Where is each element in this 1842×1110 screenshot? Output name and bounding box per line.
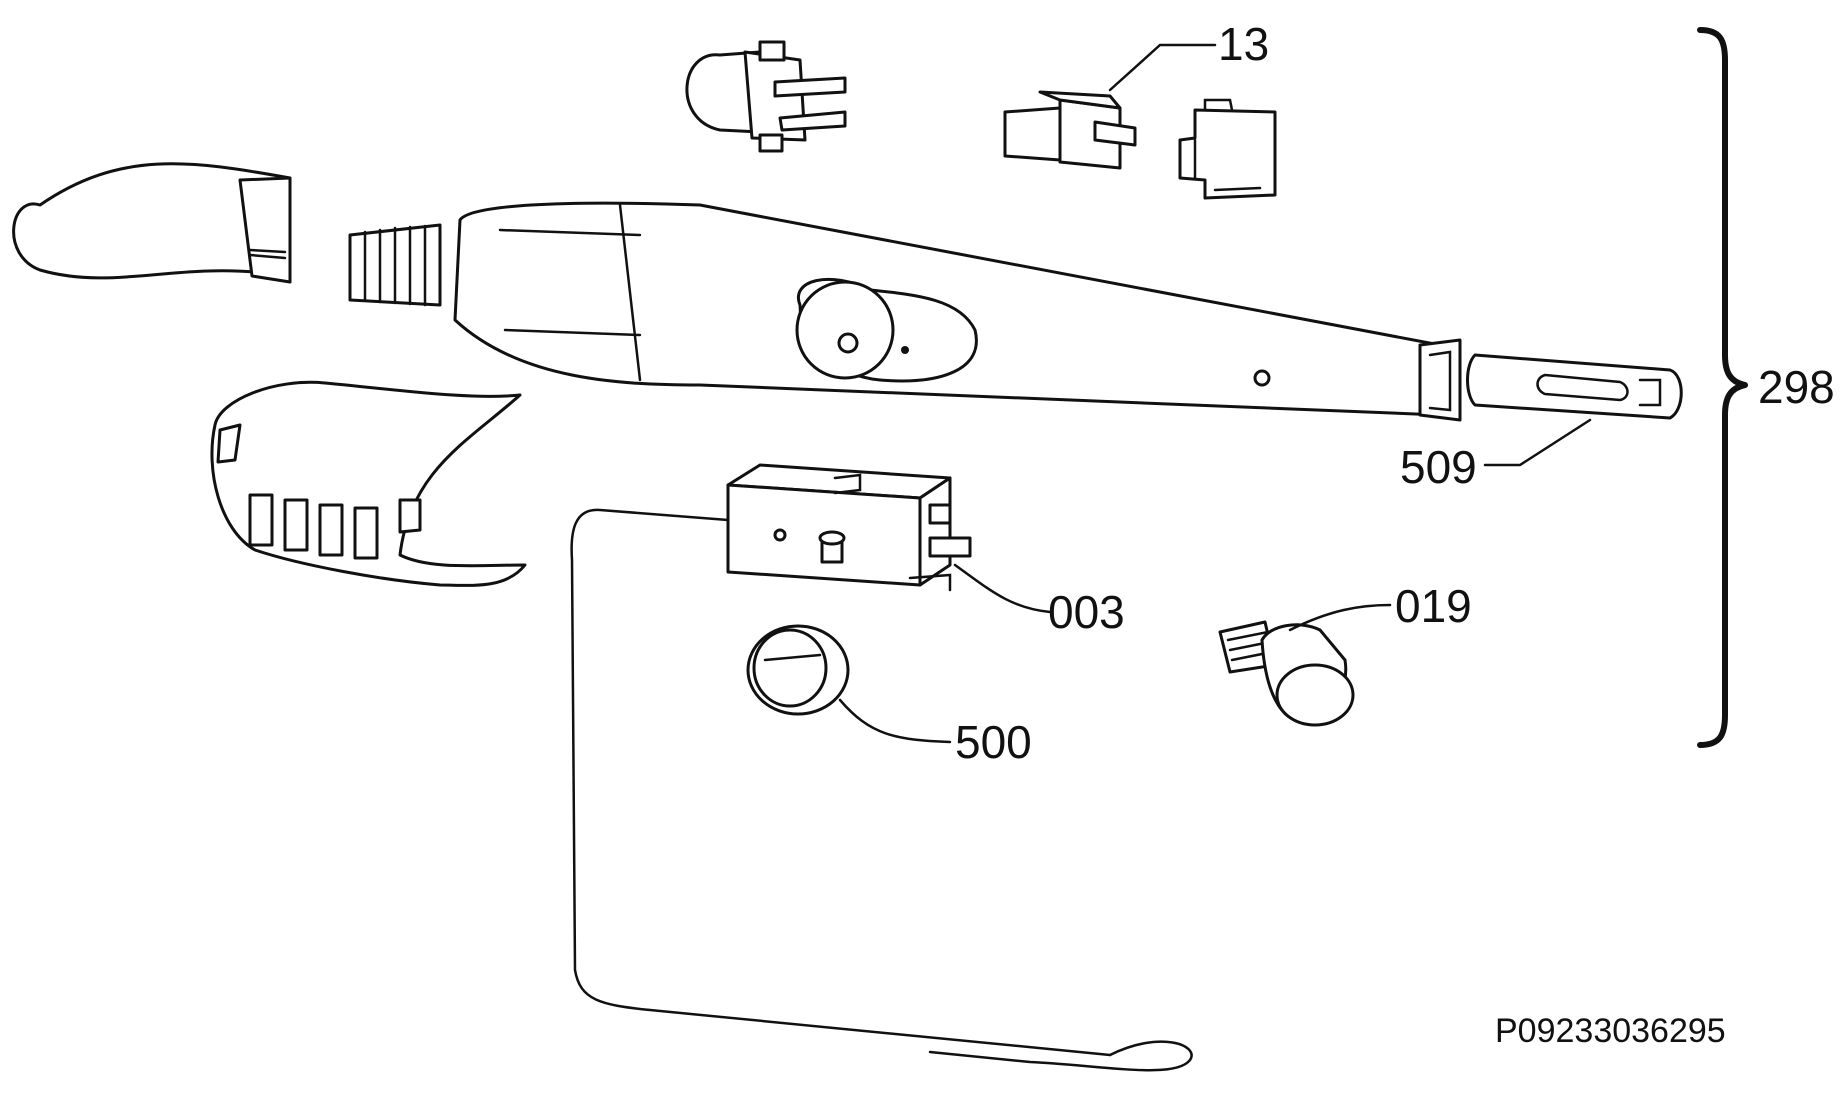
leader-line-13 (1108, 43, 1217, 92)
assembly-bracket (1697, 27, 1748, 748)
reference-code: P09233036295 (1495, 1012, 1726, 1050)
leader-line-509 (1483, 418, 1592, 467)
switch-block (1003, 90, 1137, 170)
callout-500: 500 (955, 716, 1032, 768)
switch-frame (1178, 98, 1277, 200)
leader-line-500 (838, 698, 952, 744)
leader-line-019 (1288, 603, 1392, 632)
callout-003: 003 (1048, 586, 1125, 638)
callout-298: 298 (1758, 361, 1835, 413)
front-cover (210, 380, 527, 587)
leader-line-003 (953, 563, 1052, 614)
main-housing (348, 201, 1462, 422)
lamp-socket (685, 40, 847, 153)
end-cap (1466, 353, 1683, 420)
rear-cover (12, 162, 292, 284)
knob (746, 624, 850, 716)
callout-509: 509 (1400, 441, 1477, 493)
lamp-bulb (1218, 620, 1355, 727)
thermostat (570, 463, 1193, 1072)
callout-13: 13 (1218, 18, 1269, 70)
callout-019: 019 (1395, 580, 1472, 632)
